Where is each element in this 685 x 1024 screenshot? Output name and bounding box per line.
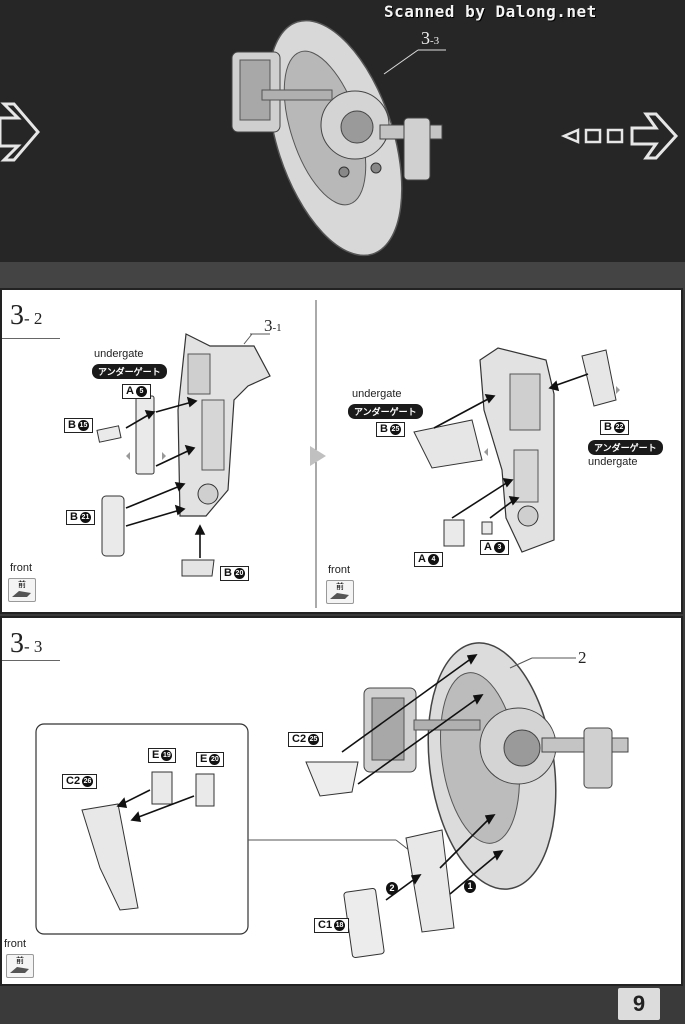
undergate-label-en: undergate (94, 348, 144, 360)
step-3-2-illustration (96, 300, 620, 608)
arrow-triangle-right-icon (310, 446, 326, 466)
step-3-3-illustration (35, 642, 629, 959)
top-callout-sub: -3 (430, 35, 440, 47)
step-3-3-panel: 3- 3 (0, 616, 683, 986)
step-3-2-panel: 3- 2 (0, 288, 683, 614)
front-label-bottom: front (4, 938, 27, 950)
page-number: 9 (618, 988, 660, 1020)
step-3-3-underline (2, 660, 60, 661)
band-divider (0, 262, 685, 290)
order-marker-2: 2 (386, 882, 398, 895)
step-3-3-title: 3- 3 (10, 628, 43, 659)
undergate-label-jp-2: アンダーゲート (348, 404, 423, 419)
front-label-right: front (328, 564, 351, 576)
arrow-right-outline-icon (0, 102, 40, 162)
step-3-2-title: 3- 2 (10, 300, 43, 331)
top-step-callout: 3-3 (421, 28, 439, 49)
step-3-1-reference: 3-1 (264, 316, 282, 335)
front-label-left: front (10, 562, 33, 574)
front-icon-left: 前 (8, 578, 36, 602)
top-illustration (0, 19, 679, 257)
watermark: Scanned by Dalong.net (384, 2, 597, 21)
undergate-label-en-2: undergate (352, 388, 402, 400)
order-marker-1: 1 (464, 880, 476, 893)
assembled-ship-illustration (231, 19, 443, 257)
undergate-label-jp: アンダーゲート (92, 364, 167, 379)
arrow-dashed-right-icon (560, 112, 679, 160)
front-icon-bottom: 前 (6, 954, 34, 978)
step-2-reference: 2 (578, 648, 587, 667)
top-banner: Scanned by Dalong.net (0, 0, 685, 275)
undergate-label-en-3: undergate (588, 456, 638, 468)
top-callout-main: 3 (421, 28, 430, 48)
front-icon-right: 前 (326, 580, 354, 604)
undergate-label-jp-3: アンダーゲート (588, 440, 663, 455)
step-3-2-underline (2, 338, 60, 339)
